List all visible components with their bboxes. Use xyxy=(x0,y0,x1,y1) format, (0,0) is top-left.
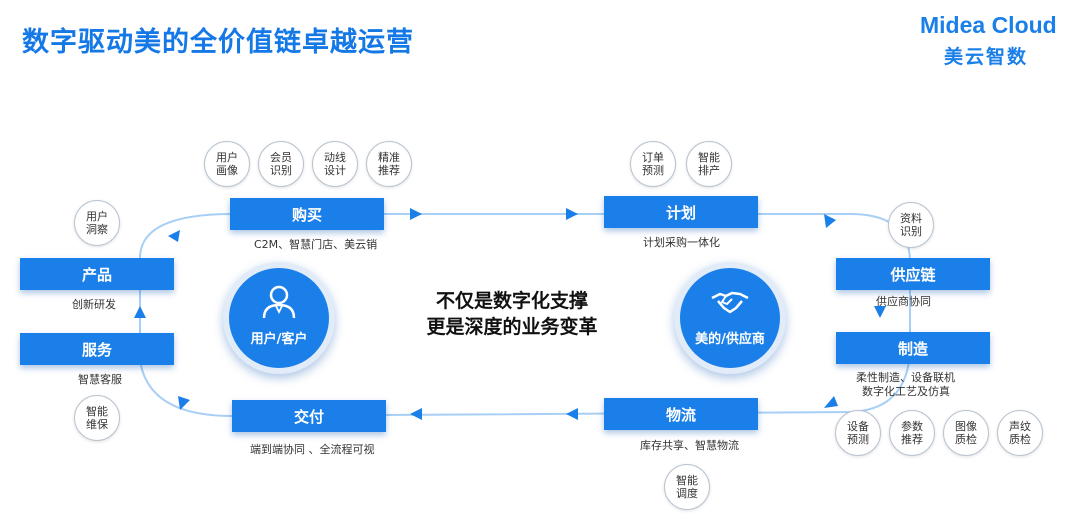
caption-fuwu: 智慧客服 xyxy=(78,373,122,386)
node-fuwu: 服务 xyxy=(20,333,174,365)
bubble-zhineng-diaodu: 智能调度 xyxy=(664,464,710,510)
bubble-zhineng-paichan: 智能排产 xyxy=(686,141,732,187)
caption-zhizao-2: 数字化工艺及仿真 xyxy=(862,385,950,398)
bubble-huiyuan-shibie: 会员识别 xyxy=(258,141,304,187)
node-goumai: 购买 xyxy=(230,198,384,230)
page-title: 数字驱动美的全价值链卓越运营 xyxy=(22,27,414,58)
bubble-dongxian-sheji: 动线设计 xyxy=(312,141,358,187)
hub-midea-supplier-label: 美的/供应商 xyxy=(695,332,765,347)
caption-chanpin: 创新研发 xyxy=(72,298,116,311)
bubble-shengwen-zhijian: 声纹质检 xyxy=(997,410,1043,456)
handshake-icon xyxy=(711,291,749,314)
brand-logo-en: Midea Cloud xyxy=(920,12,1057,38)
flow-arrow xyxy=(410,408,422,420)
brand-logo-cn: 美云智数 xyxy=(944,46,1029,68)
bubble-jingzhun-tuijian: 精准推荐 xyxy=(366,141,412,187)
caption-goumai: C2M、智慧门店、美云销 xyxy=(254,238,378,251)
caption-jiaofu: 端到端协同 、全流程可视 xyxy=(250,443,375,456)
flow-arrow xyxy=(824,396,838,408)
bubble-shebei-yuce: 设备预测 xyxy=(835,410,881,456)
flow-arrow xyxy=(566,408,578,420)
center-statement: 不仅是数字化支撑 更是深度的业务变革 xyxy=(392,288,632,340)
center-line-1: 不仅是数字化支撑 xyxy=(435,290,588,312)
bubble-zhineng-weibao: 智能维保 xyxy=(74,395,120,441)
caption-gongyinglian: 供应商协同 xyxy=(876,295,931,308)
bubble-canshu-tuijian: 参数推荐 xyxy=(889,410,935,456)
bubble-yonghu-huaxiang: 用户画像 xyxy=(204,141,250,187)
bubble-dingdan-yuce: 订单预测 xyxy=(630,141,676,187)
hub-midea-supplier: 美的/供应商 xyxy=(674,262,786,374)
node-gongyinglian: 供应链 xyxy=(836,258,990,290)
bubble-ziliao-shibie: 资料识别 xyxy=(888,202,934,248)
caption-zhizao-1: 柔性制造、设备联机 xyxy=(856,371,955,384)
flow-arrow xyxy=(874,306,886,318)
bubble-tuxiang-zhijian: 图像质检 xyxy=(943,410,989,456)
flow-arrow xyxy=(134,306,146,318)
caption-jihua: 计划采购一体化 xyxy=(643,236,720,249)
node-zhizao: 制造 xyxy=(836,332,990,364)
flow-arrow xyxy=(824,214,836,228)
flow-arrow xyxy=(178,396,190,410)
caption-wuliu: 库存共享、智慧物流 xyxy=(640,439,739,452)
node-chanpin: 产品 xyxy=(20,258,174,290)
bubble-yonghu-dongcha: 用户洞察 xyxy=(74,200,120,246)
node-jiaofu: 交付 xyxy=(232,400,386,432)
flow-arrow xyxy=(168,230,180,242)
node-jihua: 计划 xyxy=(604,196,758,228)
hub-user-customer: 用户/客户 xyxy=(223,262,335,374)
flow-arrow xyxy=(566,208,578,220)
flow-arrow xyxy=(410,208,422,220)
center-line-2: 更是深度的业务变革 xyxy=(426,316,598,338)
node-wuliu: 物流 xyxy=(604,398,758,430)
user-icon xyxy=(262,285,296,319)
hub-user-customer-label: 用户/客户 xyxy=(250,332,308,347)
